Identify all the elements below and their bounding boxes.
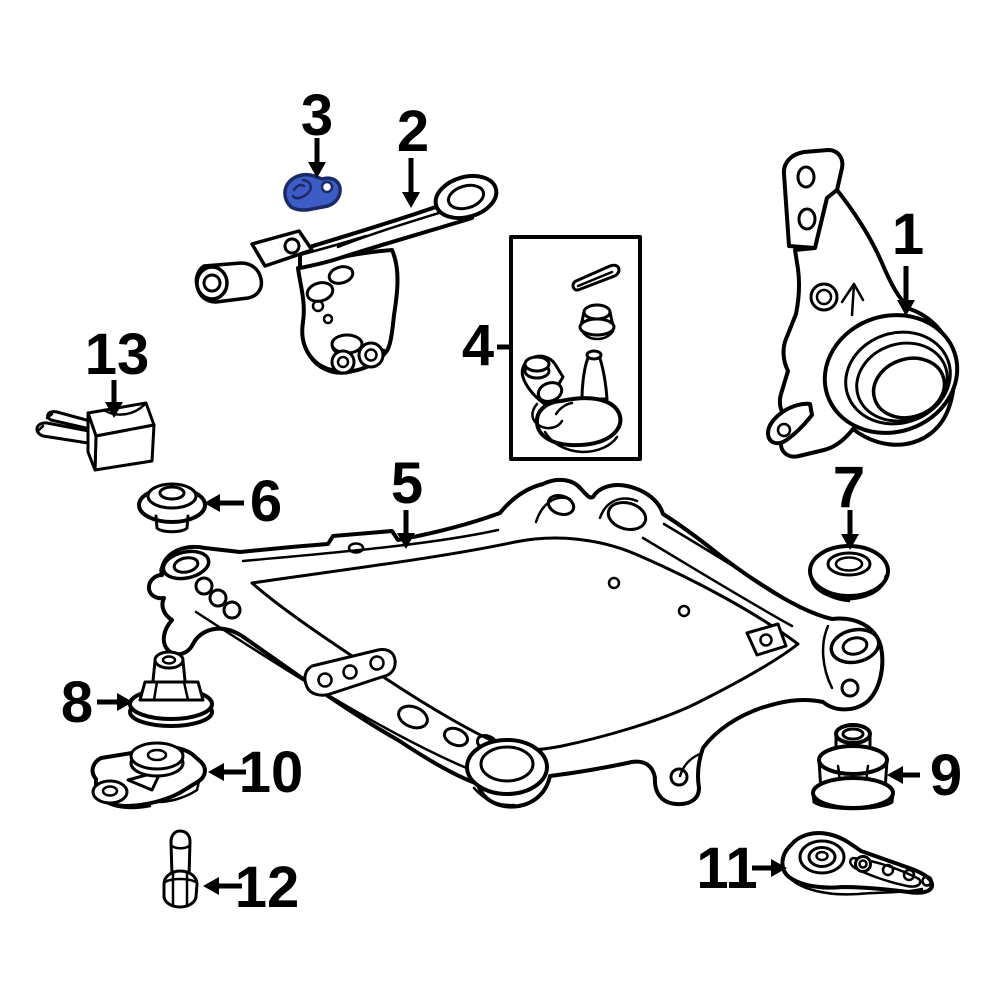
part-6-bushing[interactable] <box>137 482 207 534</box>
part-4-ball-joint-kit[interactable] <box>509 235 642 461</box>
part-3-body <box>283 172 342 212</box>
callout-label-4[interactable]: 4 <box>462 313 494 378</box>
callout-label-1[interactable]: 1 <box>892 202 924 267</box>
part-8-mount-insulator[interactable] <box>128 650 214 728</box>
callout-arrow-2 <box>402 158 420 208</box>
callout-arrow-12 <box>203 877 242 895</box>
callout-label-12[interactable]: 12 <box>235 855 300 920</box>
callout-arrow-11 <box>752 859 787 877</box>
callout-label-5[interactable]: 5 <box>391 451 423 516</box>
callout-label-6[interactable]: 6 <box>250 469 282 534</box>
callout-label-11[interactable]: 11 <box>696 836 757 901</box>
part-9-rear-bushing[interactable] <box>811 723 895 811</box>
callout-arrow-13 <box>105 380 123 418</box>
part-12-mount-bolt[interactable] <box>162 829 199 909</box>
callout-arrow-1 <box>897 266 915 316</box>
callout-arrow-6 <box>204 494 244 512</box>
callout-label-13[interactable]: 13 <box>85 322 150 387</box>
callout-arrow-3 <box>308 138 326 178</box>
part-10-mount-bracket[interactable] <box>90 741 207 810</box>
part-3-highlighted-bracket[interactable] <box>283 172 342 212</box>
callout-arrow-10 <box>208 763 246 781</box>
part-7-grommet[interactable] <box>808 544 890 603</box>
part-5-subframe-crossmember[interactable] <box>146 477 885 809</box>
callout-label-9[interactable]: 9 <box>930 743 962 808</box>
part-11-brace-bracket[interactable] <box>780 831 935 896</box>
part-1-steering-knuckle[interactable] <box>766 148 973 459</box>
callout-label-2[interactable]: 2 <box>397 99 429 164</box>
callout-label-8[interactable]: 8 <box>61 670 93 735</box>
callout-arrow-7 <box>841 510 859 550</box>
callout-arrow-8 <box>97 693 133 711</box>
callout-label-7[interactable]: 7 <box>833 455 865 520</box>
callout-label-10[interactable]: 10 <box>239 740 304 805</box>
part-2-lower-control-arm[interactable] <box>194 169 501 375</box>
part-13-bracket-clip[interactable] <box>35 401 156 472</box>
callout-label-3[interactable]: 3 <box>301 83 333 148</box>
callout-arrow-9 <box>887 766 920 784</box>
callout-arrow-5 <box>397 510 415 549</box>
